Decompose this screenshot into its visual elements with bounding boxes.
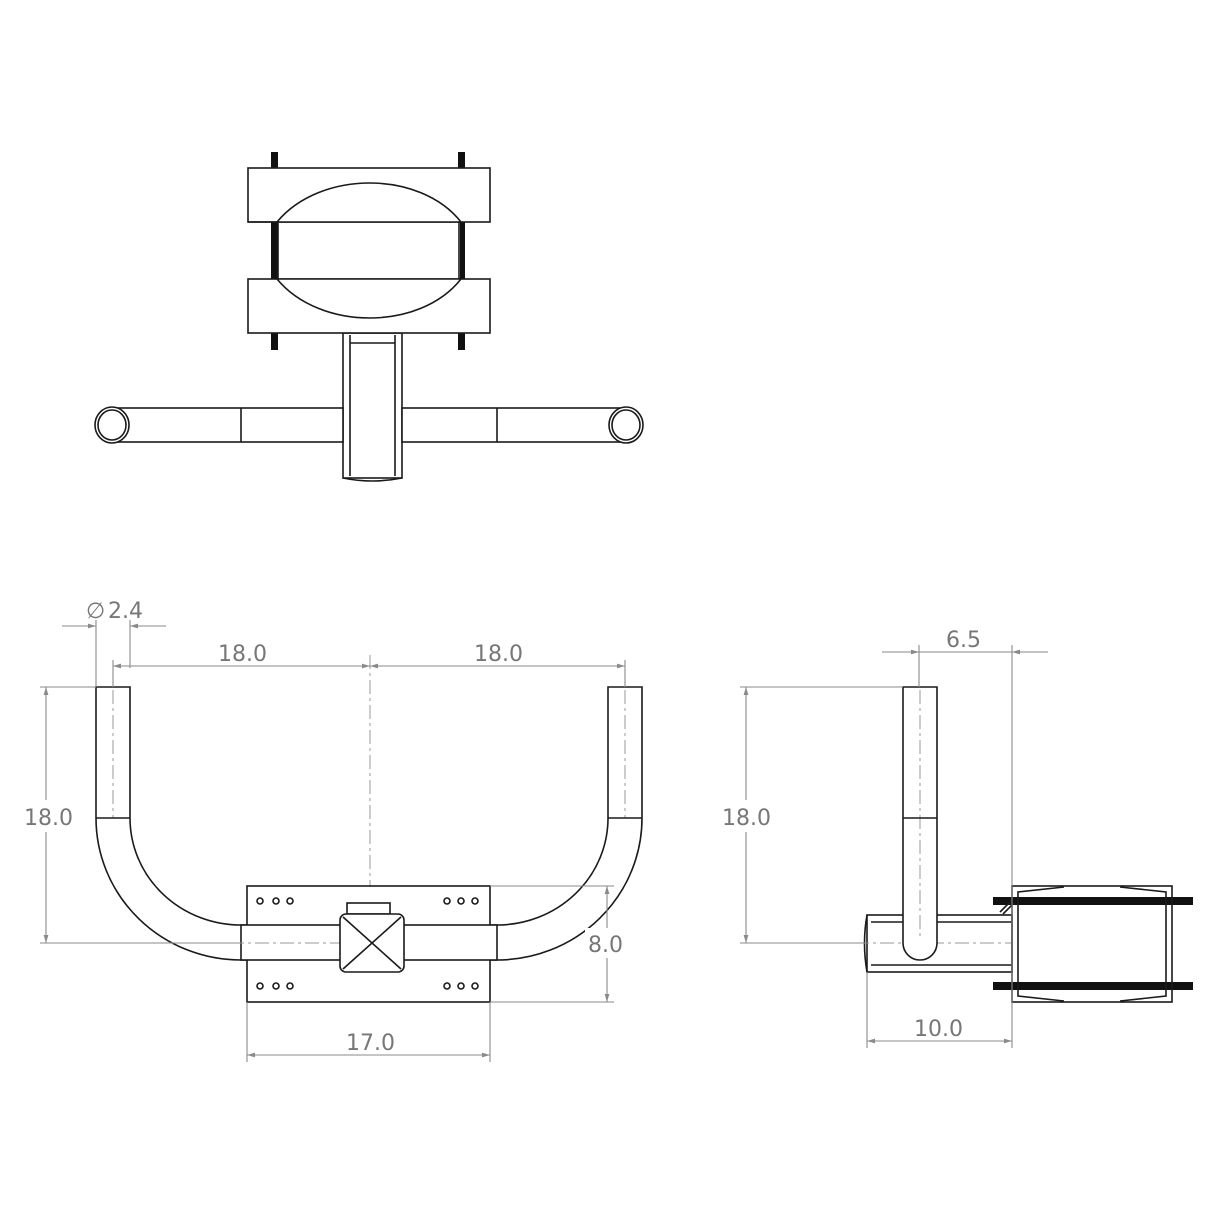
crossbar	[94, 406, 644, 444]
dim-plate-height: 8.0	[588, 933, 623, 958]
dim-left-spacing: 18.0	[218, 642, 267, 667]
u-bar	[95, 686, 643, 961]
front-view: ∅ 2.4 18.0 18.0 18.0 8.0 17.0	[20, 599, 643, 1062]
dim-front-height: 18.0	[24, 806, 73, 831]
bolt-holes	[256, 897, 479, 990]
top-view	[94, 152, 644, 482]
dim-diameter-symbol: ∅	[86, 599, 105, 624]
dim-side-height: 18.0	[722, 806, 771, 831]
clamp-side	[993, 885, 1193, 1003]
dim-diameter: ∅ 2.4	[62, 599, 166, 687]
dim-diameter-label: 2.4	[108, 599, 143, 624]
dim-right-spacing: 18.0	[474, 642, 523, 667]
mount-plate	[230, 885, 498, 1003]
dim-plate-width: 17.0	[346, 1031, 395, 1056]
side-view: 6.5 18.0 10.0	[720, 628, 1193, 1048]
stem-tube	[342, 332, 403, 479]
clamp-top	[247, 152, 491, 350]
dim-side-offset: 6.5	[946, 628, 981, 653]
dim-side-depth: 10.0	[914, 1017, 963, 1042]
